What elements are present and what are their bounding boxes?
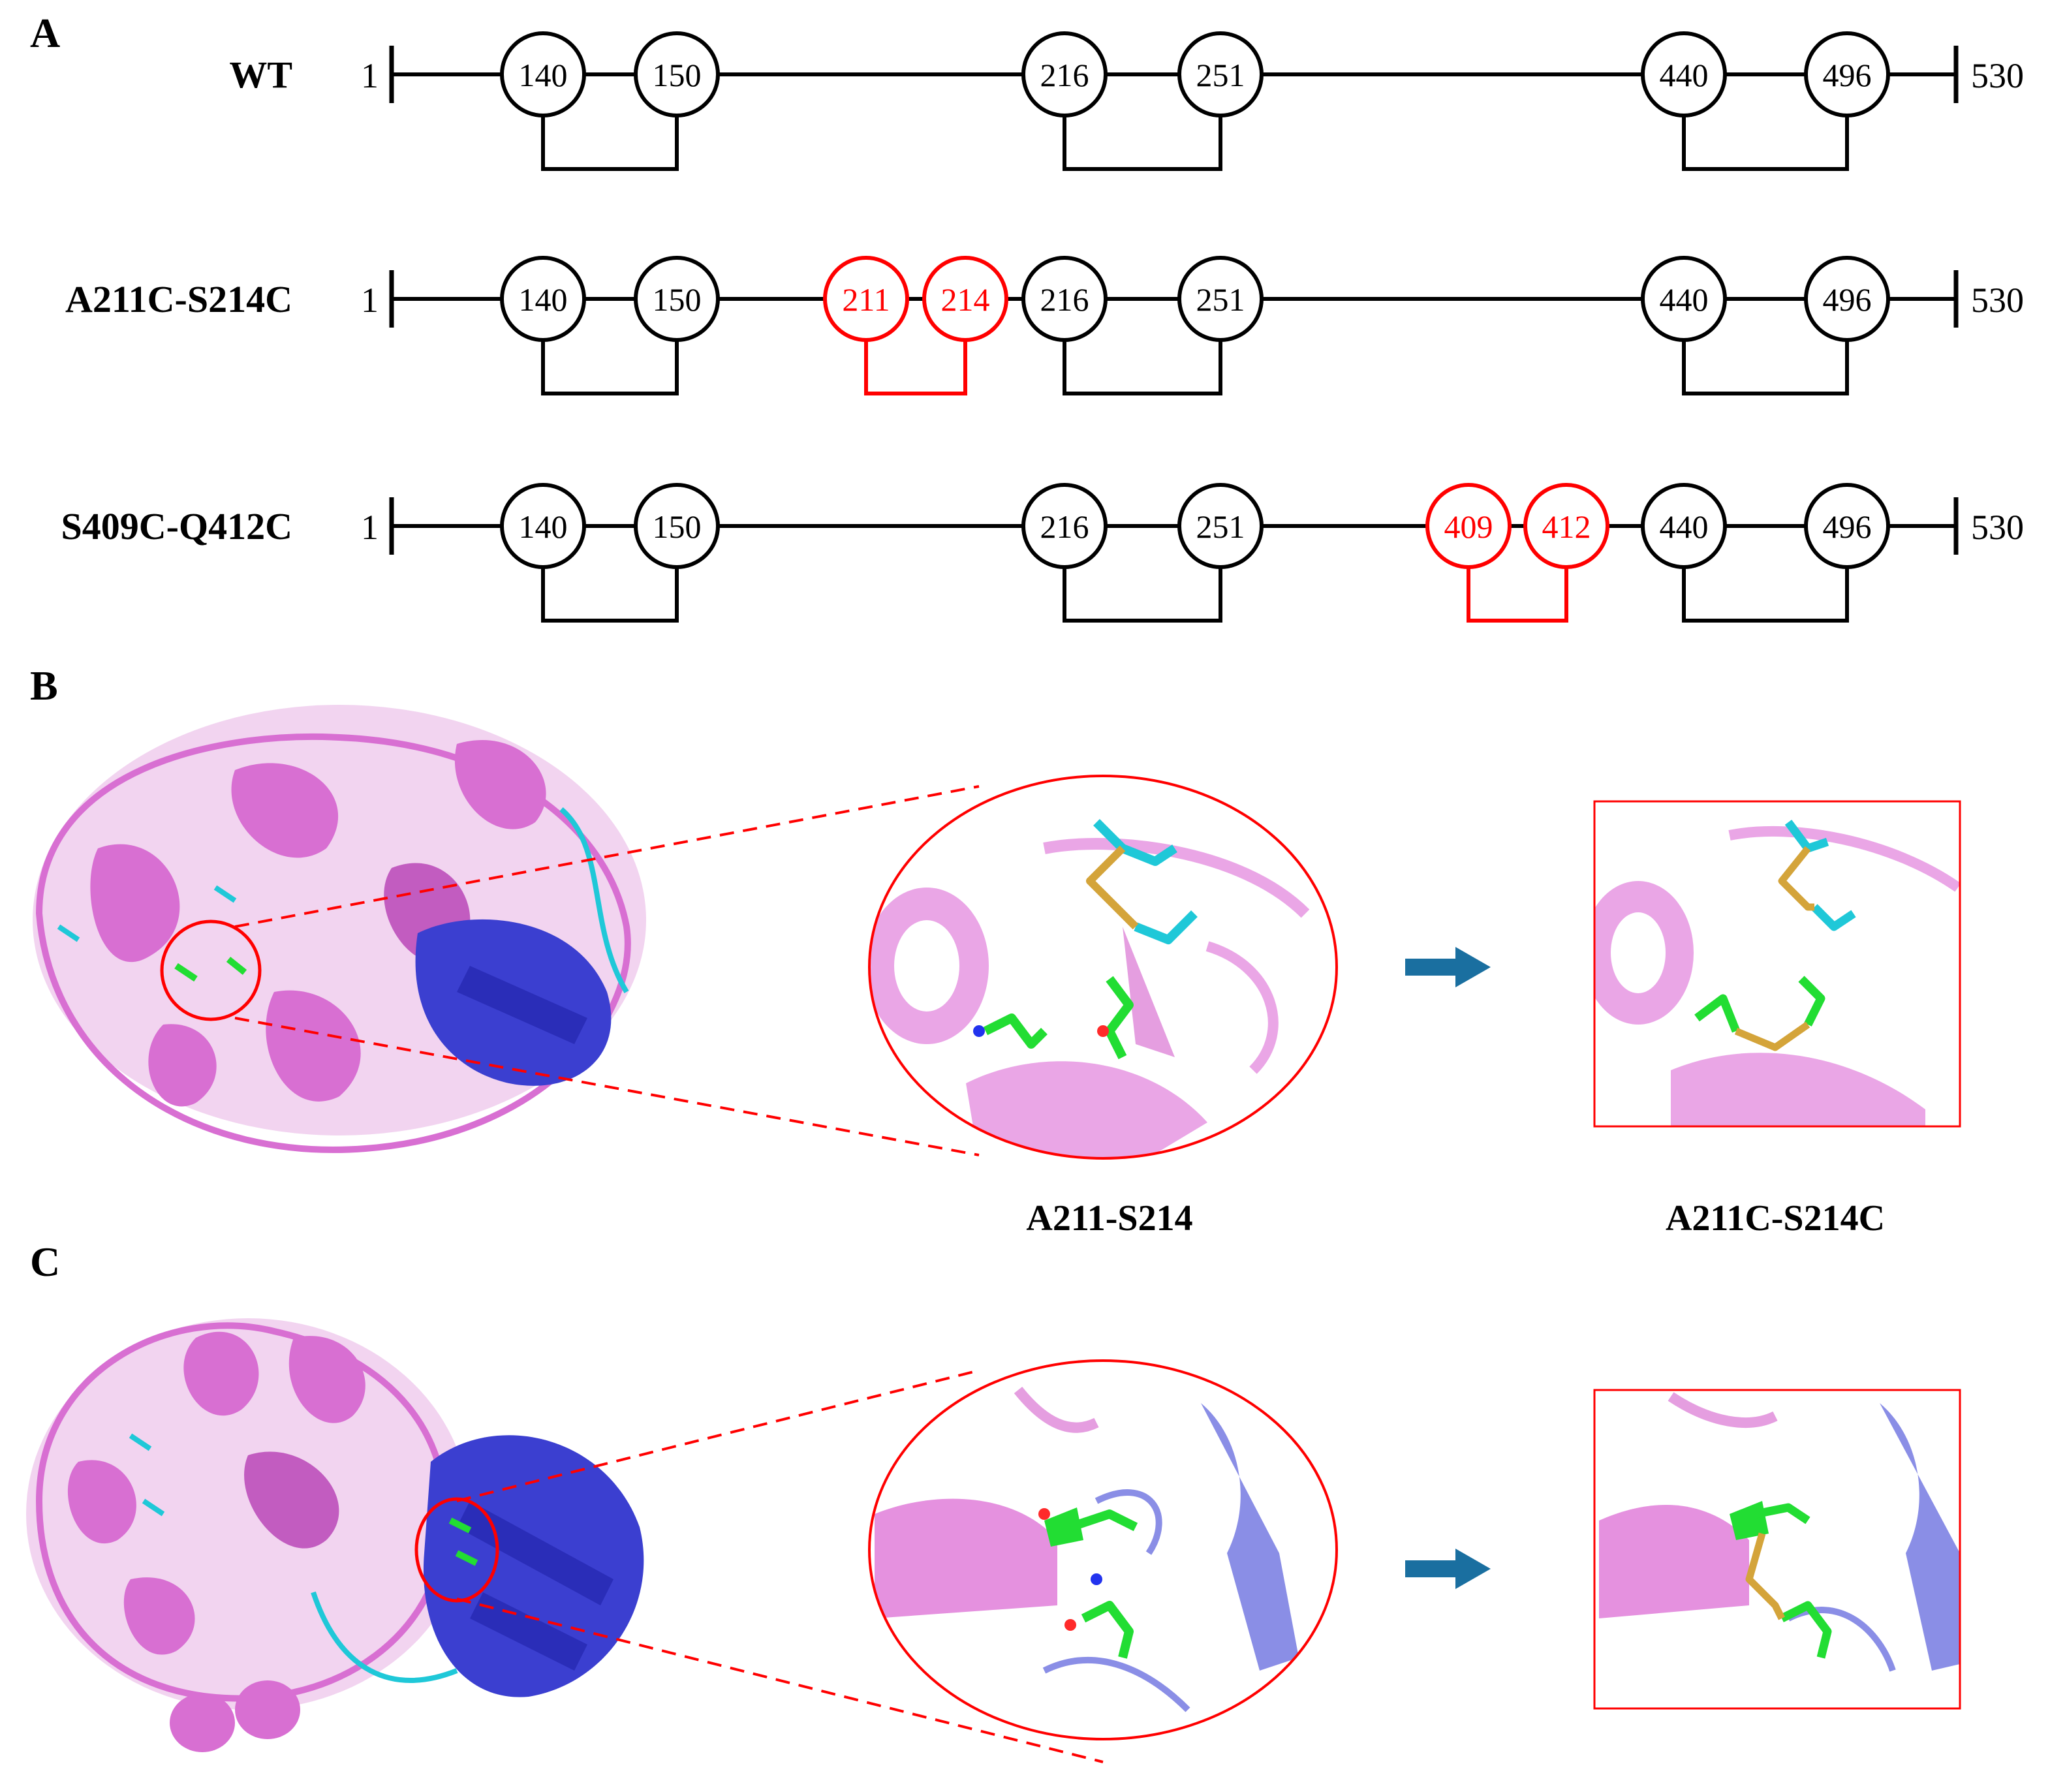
cysteine-site xyxy=(1641,31,1727,117)
cysteine-site xyxy=(1177,31,1264,117)
zoom-connector-line xyxy=(456,1369,980,1502)
cysteine-site xyxy=(1021,483,1108,569)
site-label: 496 xyxy=(1823,57,1872,93)
mutant-view-b-border xyxy=(1593,800,1961,1128)
cysteine-site xyxy=(1177,256,1264,342)
site-label: 140 xyxy=(519,281,568,318)
site-label: 150 xyxy=(653,57,702,93)
zoom-view-c xyxy=(869,1361,1337,1739)
cysteine-site xyxy=(1177,483,1264,569)
site-label: 216 xyxy=(1040,57,1089,93)
disulfide-bond xyxy=(1063,567,1222,623)
cysteine-site xyxy=(1804,483,1890,569)
zoom-connector-line xyxy=(234,1017,980,1156)
cysteine-site xyxy=(1021,256,1108,342)
site-label: 140 xyxy=(519,57,568,93)
zoom-connector-line xyxy=(234,785,980,928)
sequence-row: WT 1 530 140 150 216 251 440 496 xyxy=(229,31,2024,171)
disulfide-bond xyxy=(1682,567,1849,623)
disulfide-bond xyxy=(1682,116,1849,171)
right-arrow-icon xyxy=(1405,947,1491,987)
zoom-view-b xyxy=(869,776,1337,1158)
cysteine-site xyxy=(922,256,1008,342)
right-arrow-icon xyxy=(1405,1549,1491,1589)
site-label: 140 xyxy=(519,508,568,545)
site-label: 150 xyxy=(653,508,702,545)
site-label: 251 xyxy=(1196,508,1245,545)
mutant-view-c xyxy=(1594,1390,1960,1708)
sequence-row: S409C-Q412C 1 530 140 150 216 251 409 412 440 496 xyxy=(61,483,2024,623)
site-label: 150 xyxy=(653,281,702,318)
disulfide-bond xyxy=(541,340,679,395)
site-label: 251 xyxy=(1196,57,1245,93)
end-residue-label: 530 xyxy=(1971,56,2024,95)
structure-b-overview xyxy=(33,705,646,1153)
start-residue-label: 1 xyxy=(361,281,379,320)
cysteine-site xyxy=(500,483,586,569)
end-residue-label: 530 xyxy=(1971,508,2024,547)
mutant-view-b xyxy=(1594,801,1960,1126)
disulfide-bond xyxy=(541,567,679,623)
cysteine-site xyxy=(1641,483,1727,569)
structure-c-overview xyxy=(26,1318,644,1752)
cysteine-site xyxy=(1021,31,1108,117)
row-name: WT xyxy=(229,54,292,96)
disulfide-bond xyxy=(1467,567,1568,623)
cysteine-site xyxy=(1523,483,1609,569)
zoom-view-b-border xyxy=(868,775,1338,1160)
site-label: 216 xyxy=(1040,508,1089,545)
end-residue-label: 530 xyxy=(1971,281,2024,320)
panel-b-label: B xyxy=(30,662,58,709)
disulfide-bond xyxy=(864,340,967,395)
start-residue-label: 1 xyxy=(361,56,379,95)
site-label: 409 xyxy=(1444,508,1493,545)
cysteine-site xyxy=(1804,31,1890,117)
panel-a-label: A xyxy=(30,10,60,56)
cysteine-site xyxy=(1804,256,1890,342)
disulfide-bond xyxy=(541,116,679,171)
disulfide-bond xyxy=(1063,116,1222,171)
mutant-caption-b: A211C-S214C xyxy=(1666,1198,1885,1239)
cysteine-site xyxy=(1425,483,1512,569)
cysteine-site xyxy=(634,256,720,342)
site-label: 216 xyxy=(1040,281,1089,318)
zoom-connector-line xyxy=(456,1598,1104,1763)
disulfide-bond xyxy=(1063,340,1222,395)
cysteine-site xyxy=(634,31,720,117)
site-label: 214 xyxy=(941,281,990,318)
site-label: 440 xyxy=(1660,281,1709,318)
site-label: 440 xyxy=(1660,508,1709,545)
cysteine-site xyxy=(500,31,586,117)
highlight-circle xyxy=(414,1497,499,1603)
site-label: 496 xyxy=(1823,508,1872,545)
zoom-view-c-border xyxy=(868,1359,1338,1740)
site-label: 211 xyxy=(842,281,890,318)
zoom-caption-b: A211-S214 xyxy=(1026,1198,1192,1239)
sequence-row: A211C-S214C 1 530 140 150 211 214 216 251 440 496 xyxy=(65,256,2024,395)
cysteine-site xyxy=(634,483,720,569)
start-residue-label: 1 xyxy=(361,508,379,547)
cysteine-site xyxy=(823,256,909,342)
cysteine-site xyxy=(500,256,586,342)
site-label: 251 xyxy=(1196,281,1245,318)
row-name: A211C-S214C xyxy=(65,278,292,320)
cysteine-site xyxy=(1641,256,1727,342)
highlight-circle xyxy=(160,919,262,1021)
panel-c-label: C xyxy=(30,1239,60,1285)
mutant-view-c-border xyxy=(1593,1389,1961,1710)
site-label: 412 xyxy=(1542,508,1591,545)
disulfide-bond xyxy=(1682,340,1849,395)
row-name: S409C-Q412C xyxy=(61,505,292,548)
site-label: 496 xyxy=(1823,281,1872,318)
site-label: 440 xyxy=(1660,57,1709,93)
